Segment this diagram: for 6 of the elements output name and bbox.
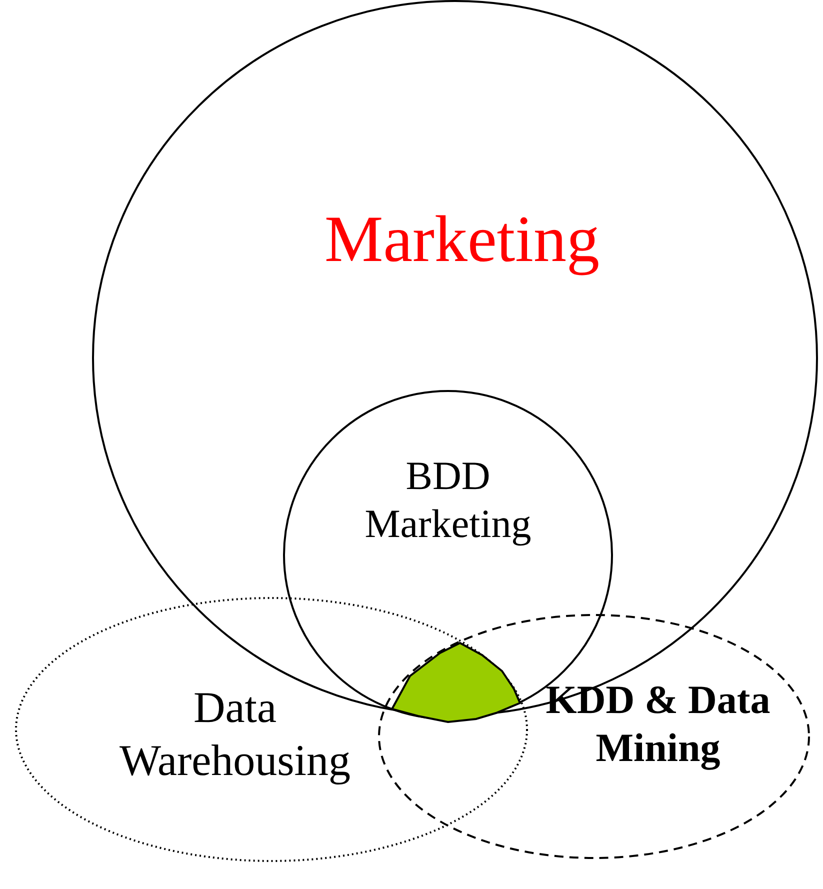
venn-ellipse — [15, 597, 528, 862]
circle-label: Data Warehousing — [118, 682, 352, 787]
venn-ellipse — [378, 614, 810, 859]
circle-label: Marketing — [324, 202, 600, 278]
circle-label: KDD & Data Mining — [544, 676, 772, 772]
circle-label: BDD Marketing — [364, 452, 532, 548]
